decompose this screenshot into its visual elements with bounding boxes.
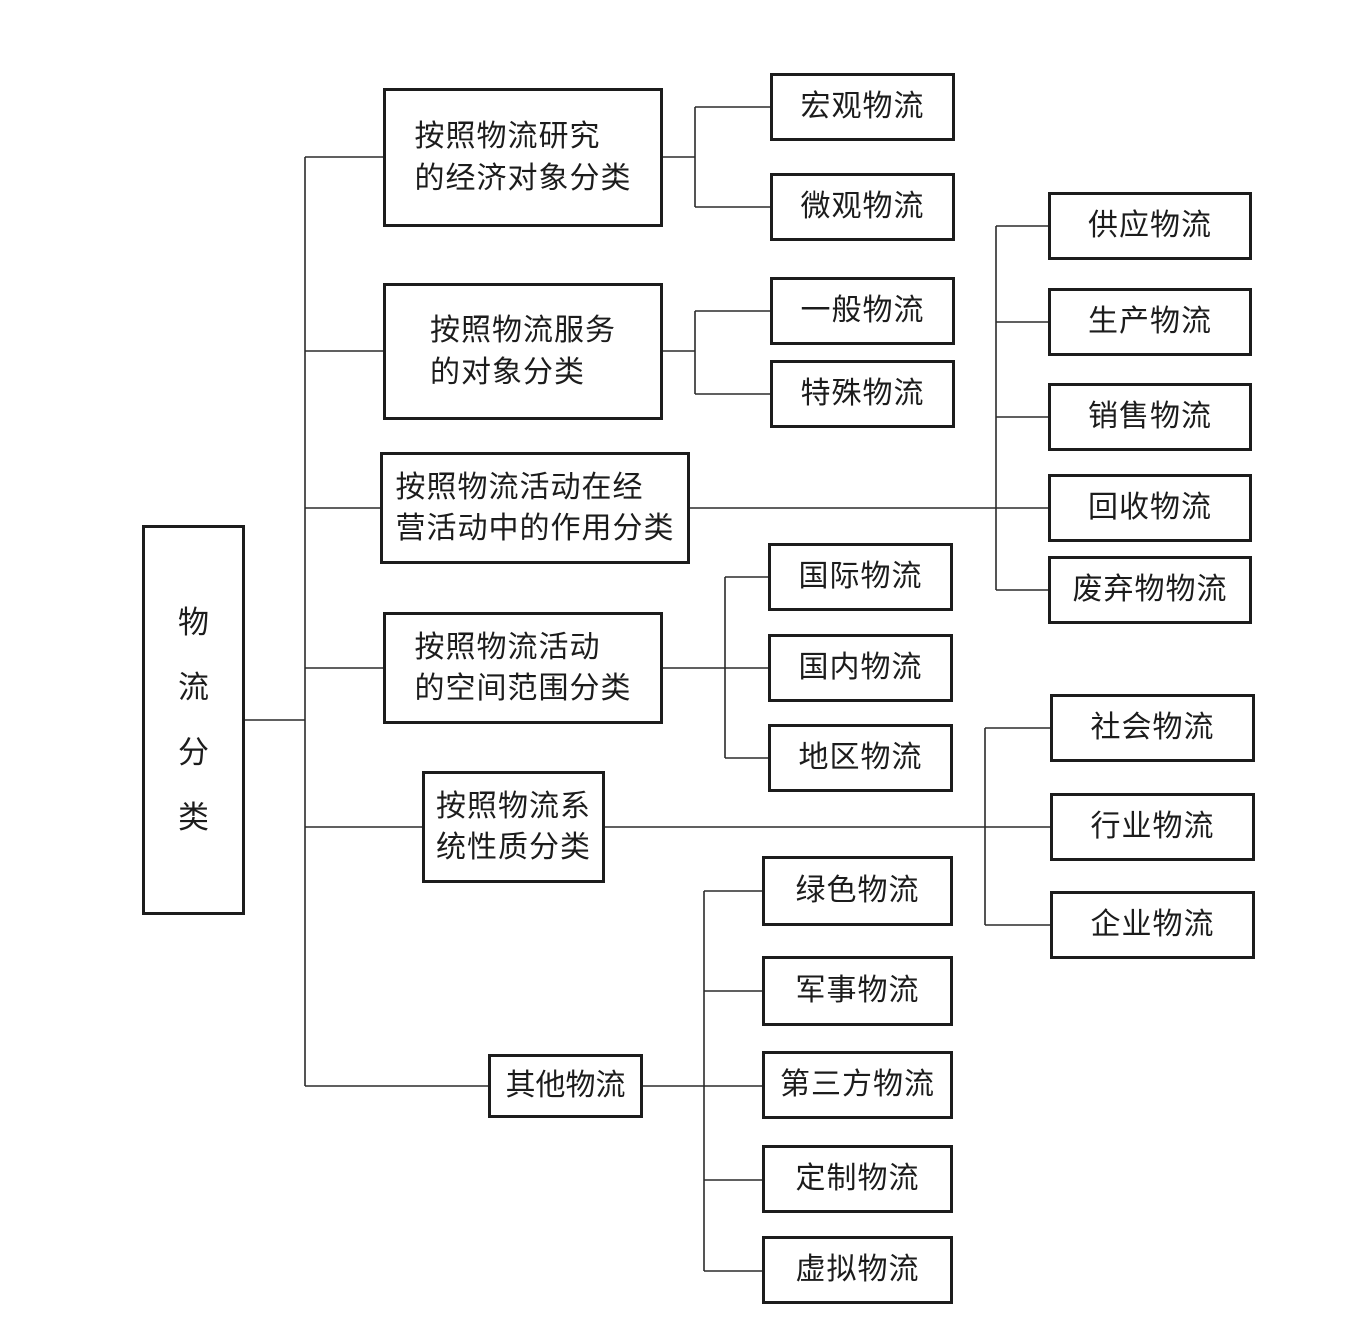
leaf-node-green-logistics: 绿色物流 [762, 856, 953, 926]
category-label: 按照物流服务 的对象分类 [430, 314, 616, 389]
leaf-label: 销售物流 [1088, 400, 1212, 434]
category-node-by-service-object: 按照物流服务 的对象分类 [383, 283, 663, 420]
leaf-label: 生产物流 [1088, 305, 1212, 339]
leaf-label: 行业物流 [1090, 810, 1215, 844]
category-label: 按照物流活动 的空间范围分类 [414, 630, 632, 705]
category-node-other-logistics: 其他物流 [488, 1054, 643, 1118]
root-node-logistics-classification: 物流分类 [142, 525, 245, 915]
leaf-label: 特殊物流 [800, 377, 925, 411]
leaf-node-military-logistics: 军事物流 [762, 956, 953, 1026]
leaf-label: 回收物流 [1088, 491, 1212, 525]
category-node-by-economic-object: 按照物流研究 的经济对象分类 [383, 88, 663, 227]
category-node-by-system-nature: 按照物流系 统性质分类 [422, 771, 605, 883]
leaf-node-domestic-logistics: 国内物流 [768, 634, 953, 702]
category-node-by-role-in-business: 按照物流活动在经 营活动中的作用分类 [380, 452, 690, 564]
category-label: 其他物流 [505, 1069, 626, 1103]
leaf-node-micro-logistics: 微观物流 [770, 173, 955, 241]
leaf-label: 一般物流 [800, 294, 925, 328]
leaf-label: 军事物流 [795, 974, 920, 1008]
leaf-label: 地区物流 [798, 741, 923, 775]
category-label: 按照物流系 统性质分类 [436, 789, 591, 864]
leaf-label: 供应物流 [1088, 209, 1212, 243]
category-label: 按照物流研究 的经济对象分类 [414, 120, 632, 195]
leaf-node-general-logistics: 一般物流 [770, 277, 955, 345]
leaf-label: 企业物流 [1090, 908, 1215, 942]
leaf-node-virtual-logistics: 虚拟物流 [762, 1236, 953, 1304]
category-label: 按照物流活动在经 营活动中的作用分类 [395, 470, 675, 545]
category-node-by-spatial-scope: 按照物流活动 的空间范围分类 [383, 612, 663, 724]
leaf-label: 微观物流 [800, 190, 925, 224]
leaf-node-waste-logistics: 废弃物物流 [1048, 556, 1252, 624]
leaf-node-sales-logistics: 销售物流 [1048, 383, 1252, 451]
leaf-node-industry-logistics: 行业物流 [1050, 793, 1255, 861]
leaf-node-regional-logistics: 地区物流 [768, 724, 953, 792]
leaf-label: 第三方物流 [780, 1068, 935, 1102]
leaf-label: 宏观物流 [800, 90, 925, 124]
leaf-node-enterprise-logistics: 企业物流 [1050, 891, 1255, 959]
leaf-label: 国际物流 [798, 560, 923, 594]
leaf-node-production-logistics: 生产物流 [1048, 288, 1252, 356]
leaf-label: 国内物流 [798, 651, 923, 685]
leaf-label: 绿色物流 [795, 874, 920, 908]
leaf-node-international-logistics: 国际物流 [768, 543, 953, 611]
root-label: 物流分类 [178, 604, 209, 836]
leaf-node-recycling-logistics: 回收物流 [1048, 474, 1252, 542]
leaf-node-customized-logistics: 定制物流 [762, 1145, 953, 1213]
leaf-node-supply-logistics: 供应物流 [1048, 192, 1252, 260]
leaf-label: 虚拟物流 [795, 1253, 920, 1287]
leaf-node-third-party-logistics: 第三方物流 [762, 1051, 953, 1119]
leaf-label: 废弃物物流 [1072, 573, 1228, 607]
leaf-node-social-logistics: 社会物流 [1050, 694, 1255, 762]
leaf-label: 社会物流 [1090, 711, 1215, 745]
leaf-label: 定制物流 [795, 1162, 920, 1196]
leaf-node-macro-logistics: 宏观物流 [770, 73, 955, 141]
leaf-node-special-logistics: 特殊物流 [770, 360, 955, 428]
